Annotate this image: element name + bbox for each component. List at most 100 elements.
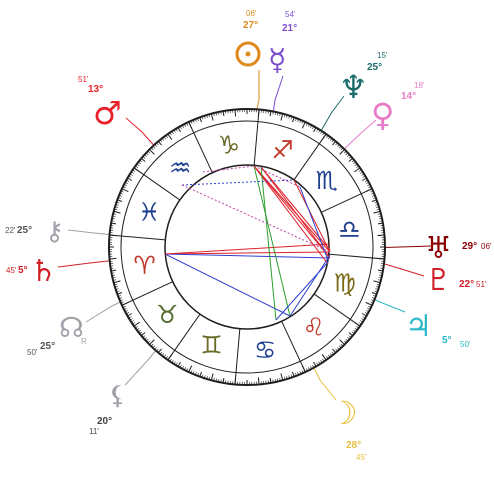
- chiron-icon: ⚷: [45, 217, 64, 247]
- planet-uranus[interactable]: ♅ 29° 06': [425, 231, 492, 266]
- pluto-degree: 22°: [459, 279, 474, 290]
- degree-tick: [149, 339, 155, 345]
- degree-tick: [368, 186, 372, 189]
- degree-tick: [375, 204, 379, 206]
- virgo-icon: ♍: [334, 269, 356, 298]
- planet-venus[interactable]: ♀ 18' 14°: [371, 81, 425, 134]
- degree-tick: [295, 372, 297, 376]
- degree-tick: [377, 213, 381, 215]
- degree-tick: [116, 201, 120, 204]
- degree-tick: [321, 354, 327, 361]
- degree-tick: [144, 337, 147, 340]
- degree-tick: [313, 361, 317, 367]
- planet-neptune[interactable]: ♆ 15' 25°: [339, 51, 388, 106]
- degree-tick: [119, 192, 123, 195]
- degree-tick: [370, 301, 374, 304]
- degree-tick: [305, 368, 308, 372]
- degree-tick: [378, 274, 383, 276]
- degree-tick: [362, 316, 366, 319]
- degree-tick: [186, 122, 189, 126]
- degree-tick: [192, 371, 195, 375]
- degree-tick: [147, 150, 151, 154]
- degree-tick: [122, 186, 126, 189]
- degree-tick: [320, 360, 323, 363]
- degree-tick: [345, 338, 349, 342]
- degree-tick: [322, 358, 325, 362]
- degree-tick: [379, 220, 383, 222]
- degree-tick: [279, 113, 281, 117]
- planet-jupiter[interactable]: ♃ 5° 50': [405, 309, 471, 349]
- aspect-line: [289, 254, 331, 317]
- degree-tick: [145, 152, 149, 156]
- degree-tick: [120, 190, 124, 193]
- degree-tick: [301, 370, 304, 374]
- degree-tick: [366, 181, 369, 184]
- node-degree: 25°: [40, 341, 55, 352]
- degree-tick: [374, 290, 378, 293]
- degree-tick: [199, 117, 202, 123]
- degree-tick: [127, 313, 133, 317]
- degree-tick: [374, 201, 378, 204]
- neptune-icon: ♆: [339, 68, 368, 106]
- planet-mercury[interactable]: ☿ 54' 21°: [268, 10, 297, 78]
- degree-tick: [376, 208, 380, 211]
- degree-tick: [279, 377, 281, 381]
- degree-tick: [340, 147, 344, 151]
- planet-sun[interactable]: 06' 27°: [235, 9, 261, 67]
- degree-tick: [140, 332, 146, 337]
- degree-tick: [152, 345, 156, 349]
- degree-tick: [117, 292, 123, 295]
- point-lilith[interactable]: ⚸ 20° 11': [89, 381, 127, 436]
- planet-saturn[interactable]: ♄ 5° 45': [6, 254, 57, 289]
- scorpio-icon: ♏: [315, 166, 337, 195]
- degree-tick: [332, 348, 337, 354]
- planet-mars[interactable]: ♂ 51' 13°: [78, 75, 122, 132]
- sign-divider: [133, 167, 181, 201]
- inner-ring: [164, 164, 330, 330]
- sign-divider: [293, 133, 327, 181]
- degree-tick: [136, 163, 140, 166]
- sign-divider: [321, 188, 373, 213]
- degree-tick: [139, 159, 143, 163]
- degree-tick: [272, 111, 274, 115]
- degree-tick: [310, 125, 313, 128]
- degree-tick: [335, 348, 338, 352]
- degree-tick: [379, 272, 383, 274]
- degree-tick: [288, 375, 290, 379]
- planet-moon[interactable]: ☽ 28° 45': [329, 394, 367, 462]
- degree-tick: [119, 299, 123, 302]
- degree-tick: [133, 321, 140, 327]
- moon-degree: 28°: [346, 440, 361, 451]
- degree-tick: [286, 114, 288, 118]
- degree-tick: [142, 335, 146, 338]
- degree-tick: [171, 131, 174, 134]
- point-node[interactable]: ☊ R 25° 50': [27, 311, 87, 357]
- degree-tick: [161, 353, 165, 356]
- degree-tick: [322, 132, 325, 136]
- degree-tick: [329, 138, 333, 141]
- degree-tick: [326, 135, 329, 138]
- degree-tick: [316, 362, 319, 366]
- mars-icon: ♂: [93, 94, 122, 132]
- degree-tick: [138, 329, 141, 333]
- sun-icon-dot: [245, 51, 251, 57]
- degree-tick: [338, 345, 342, 349]
- degree-tick: [138, 161, 141, 165]
- degree-tick: [142, 156, 146, 159]
- degree-tick: [348, 332, 354, 337]
- degree-tick: [136, 328, 140, 331]
- degree-tick: [154, 144, 157, 147]
- degree-tick: [114, 283, 118, 286]
- degree-tick: [361, 177, 367, 181]
- degree-tick: [186, 368, 189, 372]
- point-chiron[interactable]: ⚷ 25° 22': [5, 217, 64, 247]
- planet-pluto[interactable]: ♇ 22° 51': [425, 263, 487, 298]
- degree-tick: [358, 322, 362, 325]
- degree-tick: [372, 197, 376, 199]
- degree-tick: [220, 111, 222, 115]
- degree-tick: [140, 157, 146, 162]
- aspect-line: [164, 253, 331, 259]
- degree-tick: [112, 215, 116, 217]
- degree-tick: [362, 175, 366, 178]
- degree-tick: [361, 313, 367, 317]
